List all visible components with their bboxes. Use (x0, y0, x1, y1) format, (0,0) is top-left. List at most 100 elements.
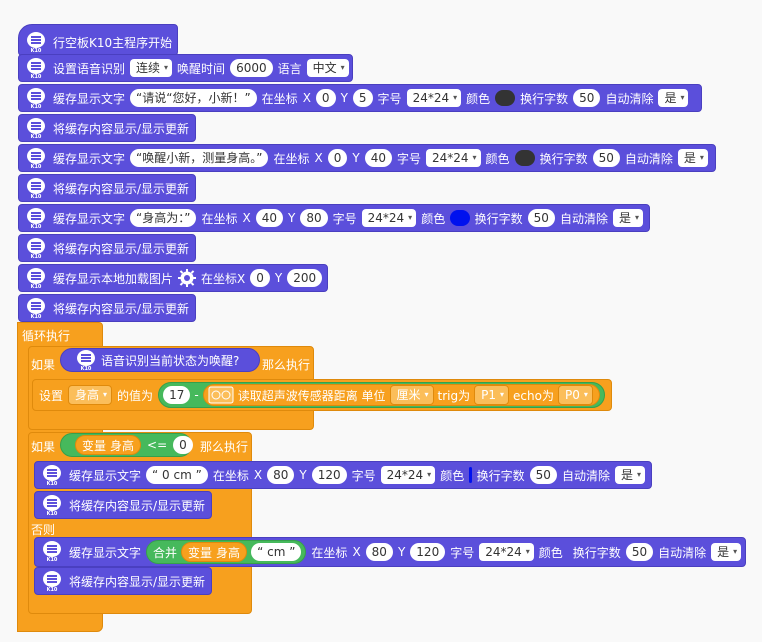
wrap-input[interactable]: 50 (527, 209, 555, 227)
k10-board-icon: K10 (25, 178, 47, 200)
text-input[interactable]: “ 0 cm ” (146, 466, 208, 484)
start-block[interactable]: K10 行空板K10主程序开始 (18, 24, 178, 56)
font-size-dropdown[interactable]: 24*24▾ (425, 149, 481, 167)
cache-text-label: 缓存显示文字 (69, 468, 142, 483)
autoclear-dropdown[interactable]: 是▾ (711, 543, 742, 561)
refresh-block-1[interactable]: K10 将缓存内容显示/显示更新 (18, 114, 196, 142)
suffix-input[interactable]: “ cm ” (251, 543, 302, 561)
k10-board-icon: K10 (41, 465, 63, 487)
k10-board-icon: K10 (41, 571, 63, 593)
color-label: 颜色 (440, 468, 465, 483)
minuend-input[interactable]: 17 (163, 386, 191, 404)
join-label: 合并 (153, 545, 178, 560)
y-input[interactable]: 40 (364, 149, 392, 167)
color-label: 颜色 (421, 211, 446, 226)
trig-dropdown[interactable]: P1▾ (474, 385, 510, 405)
echo-dropdown[interactable]: P0▾ (557, 385, 593, 405)
font-size-dropdown[interactable]: 24*24▾ (380, 466, 436, 484)
text-input[interactable]: “身高为：” (130, 209, 197, 227)
refresh-block-5[interactable]: K10 将缓存内容显示/显示更新 (34, 491, 212, 519)
cache-text-block-1[interactable]: K10 缓存显示文字 “请说“您好，小新！” 在坐标 X 0 Y 5 字号 24… (18, 84, 702, 112)
voice-setup-block[interactable]: K10 设置语音识别 连续▾ 唤醒时间 6000 语言 中文▾ (18, 54, 353, 82)
color-swatch[interactable] (514, 150, 535, 166)
compare-value-input[interactable]: 0 (173, 436, 193, 454)
x-input[interactable]: 0 (250, 269, 270, 287)
variable-reporter[interactable]: 变量 身高 (181, 542, 248, 562)
font-size-dropdown[interactable]: 24*24▾ (479, 543, 534, 561)
wrap-input[interactable]: 50 (529, 466, 557, 484)
y-input[interactable]: 120 (410, 543, 446, 561)
at-x-label: 在坐标X (201, 271, 246, 286)
unit-dropdown[interactable]: 厘米▾ (389, 385, 434, 405)
cache-image-block[interactable]: K10 缓存显示本地加载图片 在坐标X 0 Y 200 (18, 264, 328, 292)
cache-text-block-2[interactable]: K10 缓存显示文字 “唤醒小新，测量身高。” 在坐标 X 0 Y 40 字号 … (18, 144, 716, 172)
color-swatch[interactable] (450, 210, 470, 226)
minus-operator[interactable]: 17 - 读取超声波传感器距离 单位 厘米▾ trig为 P1▾ echo为 P… (158, 382, 605, 408)
autoclear-dropdown[interactable]: 是▾ (614, 466, 645, 484)
variable-dropdown[interactable]: 身高▾ (68, 385, 113, 405)
color-swatch[interactable] (495, 90, 516, 106)
refresh-block-6[interactable]: K10 将缓存内容显示/显示更新 (34, 567, 212, 595)
chevron-down-icon: ▾ (699, 153, 704, 162)
refresh-block-4[interactable]: K10 将缓存内容显示/显示更新 (18, 294, 196, 322)
color-swatch[interactable] (469, 467, 472, 483)
x-input[interactable]: 0 (327, 149, 348, 167)
y-input[interactable]: 120 (311, 466, 347, 484)
x-input[interactable]: 80 (267, 466, 295, 484)
refresh-label: 将缓存内容显示/显示更新 (53, 241, 190, 256)
if-label: 如果 (31, 358, 56, 372)
autoclear-dropdown[interactable]: 是▾ (658, 89, 689, 107)
y-label: Y (352, 151, 360, 165)
wrap-input[interactable]: 50 (573, 89, 601, 107)
variable-reporter[interactable]: 变量 身高 (75, 435, 142, 455)
wrap-label: 换行字数 (476, 468, 525, 483)
y-label: Y (274, 271, 283, 285)
y-input[interactable]: 200 (287, 269, 323, 287)
y-input[interactable]: 80 (300, 209, 328, 227)
image-label: 缓存显示本地加载图片 (53, 271, 174, 286)
font-size-dropdown[interactable]: 24*24▾ (361, 209, 417, 227)
y-input[interactable]: 5 (352, 89, 373, 107)
font-size-dropdown[interactable]: 24*24▾ (406, 89, 462, 107)
variable-name: 身高 (110, 438, 135, 453)
cache-text-block-3[interactable]: K10 缓存显示文字 “身高为：” 在坐标 X 40 Y 80 字号 24*24… (18, 204, 650, 232)
chevron-down-icon: ▾ (636, 470, 641, 479)
echo-label: echo为 (513, 388, 554, 403)
ultrasonic-block[interactable]: 读取超声波传感器距离 单位 厘米▾ trig为 P1▾ echo为 P0▾ (202, 384, 600, 406)
k10-board-icon: K10 (25, 208, 47, 230)
text-input[interactable]: “唤醒小新，测量身高。” (130, 149, 269, 167)
refresh-label: 将缓存内容显示/显示更新 (53, 301, 190, 316)
cache-text-block-5[interactable]: K10 缓存显示文字 合并 变量 身高 “ cm ” 在坐标 X 80 Y 12… (34, 537, 746, 567)
set-variable-block[interactable]: 设置 身高▾ 的值为 17 - 读取超声波传感器距离 单位 厘米▾ trig为 … (32, 379, 612, 411)
autoclear-label: 自动清除 (559, 211, 608, 226)
cache-text-label: 缓存显示文字 (53, 151, 126, 166)
refresh-label: 将缓存内容显示/显示更新 (53, 181, 190, 196)
then-label: 那么执行 (200, 440, 249, 454)
text-input[interactable]: “请说“您好，小新！” (130, 89, 257, 107)
autoclear-dropdown[interactable]: 是▾ (612, 209, 643, 227)
x-input[interactable]: 40 (255, 209, 283, 227)
wrap-input[interactable]: 50 (625, 543, 654, 561)
wake-time-label: 唤醒时间 (177, 61, 226, 76)
compare-condition[interactable]: 变量 身高 <= 0 (60, 433, 193, 457)
voice-mode-dropdown[interactable]: 连续▾ (130, 59, 173, 77)
x-label: X (302, 91, 311, 105)
join-block[interactable]: 合并 变量 身高 “ cm ” (146, 540, 307, 564)
wake-time-input[interactable]: 6000 (230, 59, 273, 77)
wrap-label: 换行字数 (520, 91, 569, 106)
x-input[interactable]: 0 (315, 89, 336, 107)
refresh-block-2[interactable]: K10 将缓存内容显示/显示更新 (18, 174, 196, 202)
autoclear-dropdown[interactable]: 是▾ (677, 149, 708, 167)
value-label: 的值为 (117, 388, 154, 403)
cache-text-label: 缓存显示文字 (53, 91, 126, 106)
x-input[interactable]: 80 (365, 543, 393, 561)
color-label: 颜色 (538, 545, 563, 560)
cache-text-label: 缓存显示文字 (69, 545, 142, 560)
gear-icon[interactable] (178, 269, 197, 287)
cache-text-block-4[interactable]: K10 缓存显示文字 “ 0 cm ” 在坐标 X 80 Y 120 字号 24… (34, 461, 652, 489)
autoclear-label: 自动清除 (624, 151, 673, 166)
wrap-input[interactable]: 50 (592, 149, 620, 167)
refresh-block-3[interactable]: K10 将缓存内容显示/显示更新 (18, 234, 196, 262)
voice-wake-condition[interactable]: K10 语音识别当前状态为唤醒? (60, 348, 260, 372)
language-dropdown[interactable]: 中文▾ (306, 59, 349, 77)
